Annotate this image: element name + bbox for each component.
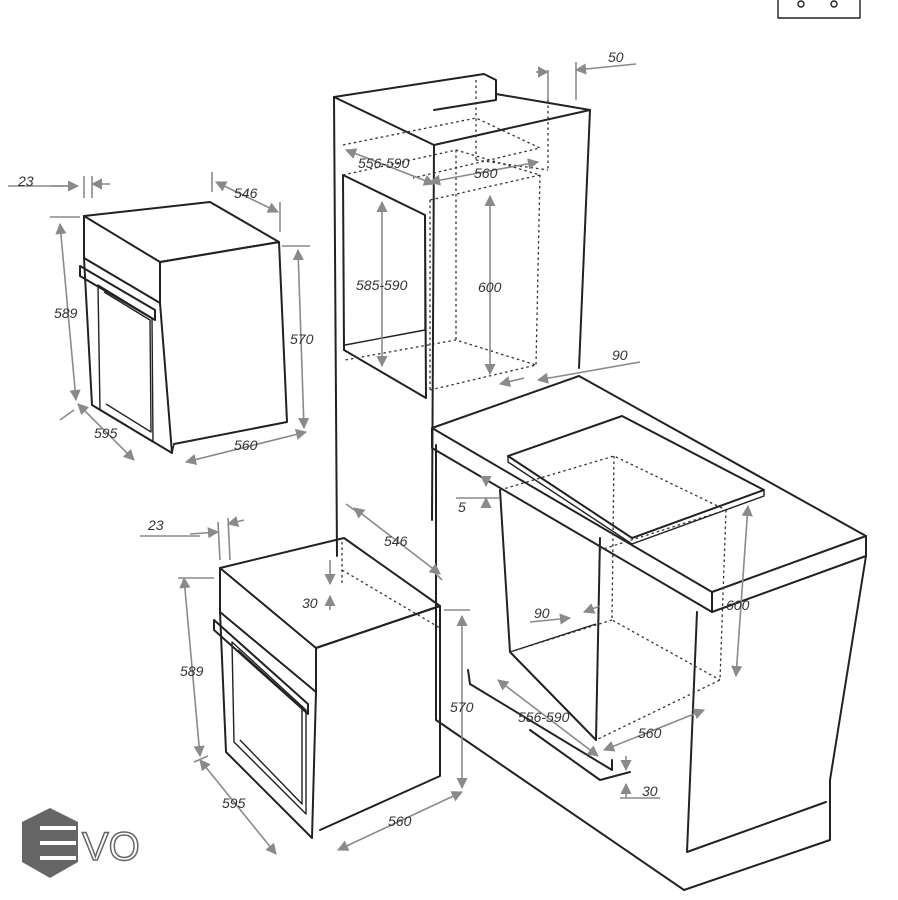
top-oven-depth-label: 546: [234, 185, 258, 201]
bottom-oven-top-gap-label: 30: [302, 595, 318, 611]
column-vent-gap-label: 90: [612, 347, 628, 363]
under-counter-cabinet-drawing: [431, 375, 867, 891]
under-counter-niche-width-label: 560: [638, 725, 662, 741]
under-counter-niche-height-label: 600: [726, 597, 750, 613]
bottom-oven-panel-depth-label: 23: [147, 517, 164, 533]
under-counter-vent-gap-label: 90: [534, 605, 550, 621]
column-cabinet-drawing: [333, 73, 591, 557]
hob-gap-label: 5: [458, 499, 466, 515]
column-niche-width-label: 560: [474, 165, 498, 181]
bottom-oven-drawing: [213, 537, 441, 839]
column-niche-height-outer-label: 585-590: [356, 277, 408, 293]
top-oven-drawing: [79, 201, 288, 454]
under-counter-niche-depth-label: 556-590: [518, 709, 570, 725]
plinth-gap-label: 30: [642, 783, 658, 799]
top-oven-dimensions: 23 546 589 570 595 560: [8, 172, 314, 465]
under-counter-dimensions: 5 90 600 556-590 560 30: [456, 475, 753, 799]
column-back-gap-label: 50: [608, 49, 624, 65]
top-oven-body-height-label: 570: [290, 331, 314, 347]
column-niche-depth-label: 556-590: [358, 155, 410, 171]
top-oven-panel-depth-label: 23: [17, 173, 34, 189]
column-niche-height-inner-label: 600: [478, 279, 502, 295]
evo-logo: VO: [22, 808, 141, 878]
bottom-oven-body-height-label: 570: [450, 699, 474, 715]
bottom-oven-depth-label: 546: [384, 533, 408, 549]
column-cabinet-dimensions: 50 556-590 560 585-590 600 90: [344, 49, 641, 387]
bottom-oven-body-width-label: 560: [388, 813, 412, 829]
top-oven-width-label: 595: [94, 425, 118, 441]
corner-icon: [777, 0, 861, 19]
bottom-oven-width-label: 595: [222, 795, 246, 811]
logo-text: VO: [82, 825, 140, 869]
bottom-oven-height-label: 589: [180, 663, 204, 679]
top-oven-body-width-label: 560: [234, 437, 258, 453]
bottom-oven-dimensions: 23 546 30 589 570 595 560: [140, 503, 474, 855]
top-oven-height-label: 589: [54, 305, 78, 321]
